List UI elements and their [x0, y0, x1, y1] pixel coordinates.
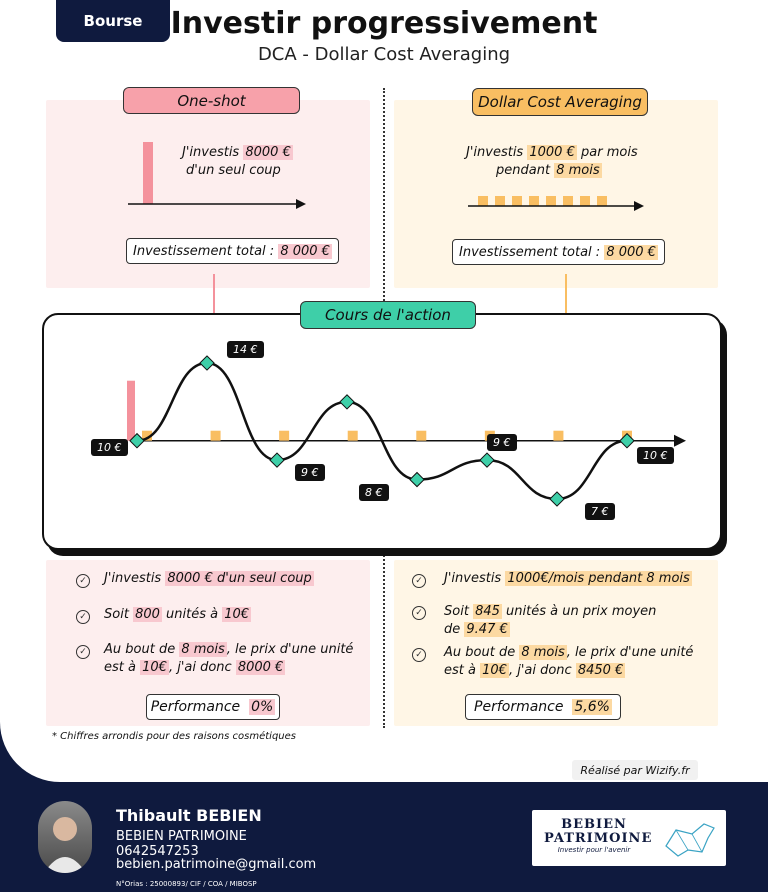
lump-sum-bar	[127, 380, 135, 441]
check-icon: ✓	[412, 648, 426, 662]
dca-timeline	[468, 196, 644, 211]
person-icon	[44, 817, 86, 873]
category-badge: Bourse	[56, 0, 170, 42]
email-address[interactable]: bebien.patrimoine@gmail.com	[116, 857, 317, 872]
avatar	[38, 801, 92, 873]
page-title: Investir progressivement	[170, 6, 598, 41]
price-label: 10 €	[91, 438, 128, 456]
page-subtitle: DCA - Dollar Cost Averaging	[257, 44, 511, 65]
monthly-contribution-bars	[478, 196, 607, 206]
dca-heading: Dollar Cost Averaging	[472, 88, 648, 116]
dca-desc-line1: J'investis 1000 € par mois	[466, 145, 638, 160]
one-shot-total: Investissement total : 8 000 €	[126, 238, 339, 264]
monthly-contribution-mark	[279, 430, 290, 441]
price-label: 8 €	[359, 483, 389, 501]
dca-result-3b: est à 10€, j'ai donc 8450 €	[444, 663, 626, 678]
price-label: 9 €	[295, 464, 325, 482]
monthly-bar	[478, 196, 488, 206]
company-logo: BEBIEN PATRIMOINE Investir pour l'avenir	[532, 810, 726, 866]
arrow-right-icon	[296, 199, 306, 209]
one-shot-desc-line1: J'investis 8000 €	[182, 145, 293, 160]
arrow-right-icon	[674, 434, 686, 447]
price-point	[479, 452, 495, 468]
check-icon: ✓	[412, 606, 426, 620]
monthly-bar	[597, 196, 607, 206]
arrow-right-icon	[634, 201, 644, 211]
price-point	[129, 432, 145, 449]
monthly-bar	[495, 196, 505, 206]
company-name: BEBIEN PATRIMOINE	[116, 829, 247, 844]
advisor-name: Thibault BEBIEN	[116, 806, 262, 825]
bull-icon	[665, 823, 715, 857]
one-shot-performance: Performance 0%	[146, 694, 280, 720]
price-chart-svg	[127, 355, 686, 507]
dca-total: Investissement total : 8 000 €	[452, 239, 665, 265]
monthly-bar	[580, 196, 590, 206]
monthly-contribution-mark	[142, 430, 152, 441]
logo-text: BEBIEN PATRIMOINE Investir pour l'avenir	[544, 817, 653, 855]
monthly-contribution-mark	[210, 430, 221, 441]
dca-result-2b: de 9.47 €	[444, 622, 510, 637]
price-point	[199, 355, 215, 371]
dca-result-1: J'investis 1000€/mois pendant 8 mois	[444, 571, 692, 586]
monthly-bar	[546, 196, 556, 206]
dca-desc-line2: pendant 8 mois	[496, 163, 602, 178]
dca-performance: Performance 5,6%	[465, 694, 621, 720]
monthly-bar	[529, 196, 539, 206]
dca-result-3a: Au bout de 8 mois, le prix d'une unité	[444, 645, 694, 660]
monthly-contribution-mark	[553, 430, 564, 441]
price-point	[549, 491, 565, 507]
price-label: 14 €	[227, 341, 264, 358]
price-point	[269, 452, 285, 468]
one-shot-result-3b: est à 10€, j'ai donc 8000 €	[104, 660, 286, 675]
phone-number[interactable]: 0642547253	[116, 844, 199, 859]
one-shot-timeline	[128, 142, 306, 209]
one-shot-heading: One-shot	[123, 87, 300, 114]
credit-label: Réalisé par Wizify.fr	[572, 760, 698, 780]
monthly-contribution-mark	[416, 430, 427, 441]
lump-sum-bar	[143, 142, 153, 204]
price-label: 9 €	[487, 434, 517, 452]
price-point	[619, 432, 635, 449]
one-shot-result-1: J'investis 8000 € d'un seul coup	[104, 571, 314, 586]
legal-info: N°Orias : 25000893/ CIF / COA / MIBOSP	[116, 880, 257, 888]
dca-result-2a: Soit 845 unités à un prix moyen	[444, 604, 657, 619]
one-shot-result-3a: Au bout de 8 mois, le prix d'une unité	[104, 642, 354, 657]
footnote: * Chiffres arrondis pour des raisons cos…	[52, 731, 296, 742]
price-label: 10 €	[637, 446, 674, 464]
check-icon: ✓	[76, 645, 90, 659]
monthly-bar	[512, 196, 522, 206]
monthly-contribution-mark	[347, 430, 358, 441]
one-shot-result-2: Soit 800 unités à 10€	[104, 607, 252, 622]
price-point	[409, 471, 425, 488]
chart-heading: Cours de l'action	[300, 301, 476, 329]
check-icon: ✓	[76, 610, 90, 624]
one-shot-desc-line2: d'un seul coup	[186, 163, 281, 178]
price-point	[339, 394, 355, 410]
check-icon: ✓	[76, 574, 90, 588]
check-icon: ✓	[412, 574, 426, 588]
price-label: 7 €	[585, 503, 615, 520]
monthly-bar	[563, 196, 573, 206]
